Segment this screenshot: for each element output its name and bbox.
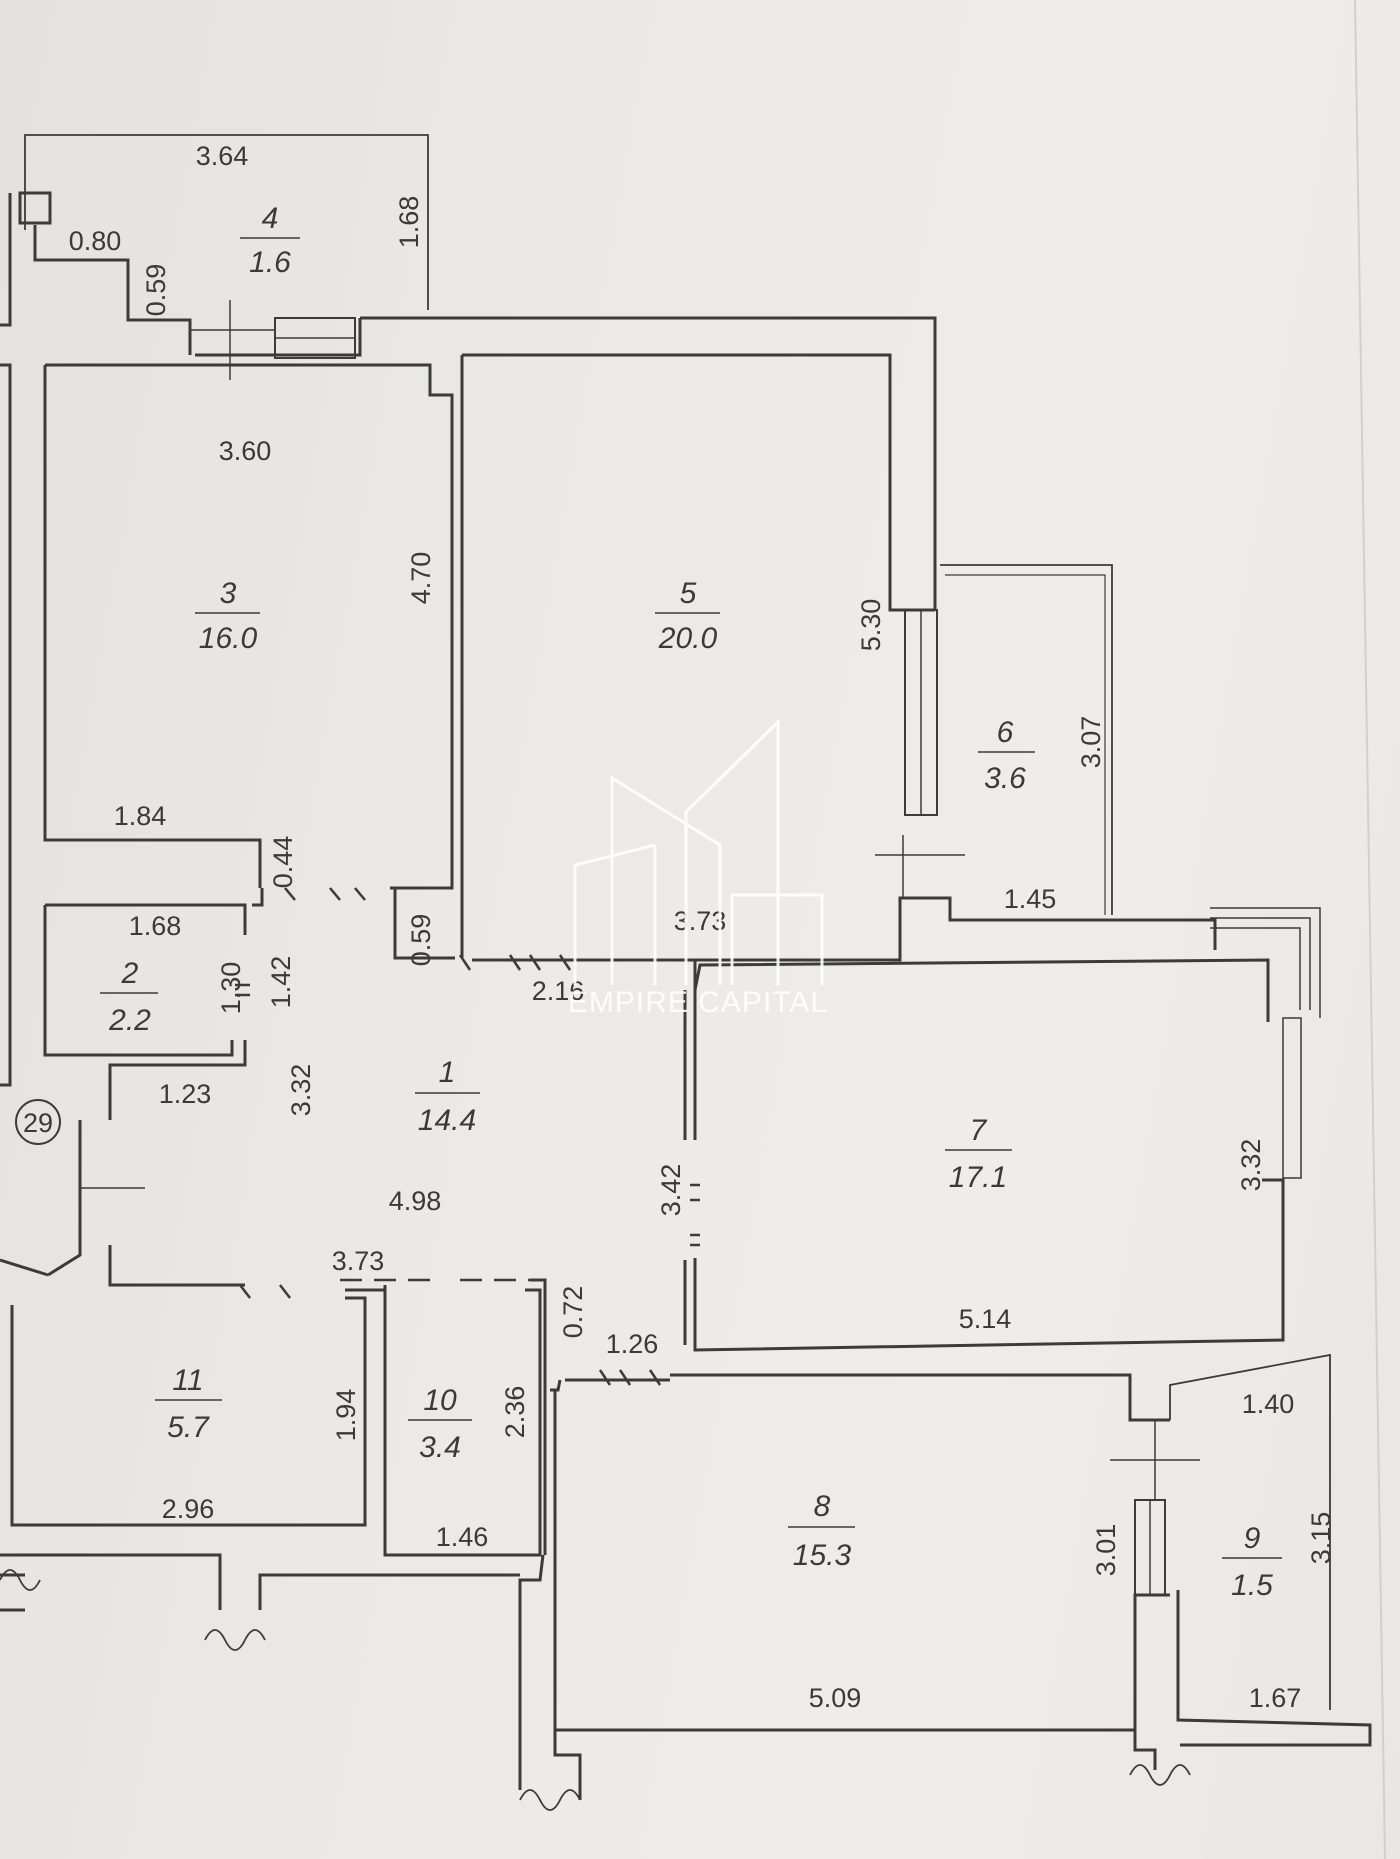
dim-4-left: 0.80 xyxy=(69,226,122,256)
room-3-area: 16.0 xyxy=(199,622,258,655)
dim-7-right: 3.32 xyxy=(1236,1139,1266,1192)
watermark-building-tall xyxy=(684,718,780,985)
dim-7-left: 3.42 xyxy=(656,1164,686,1217)
room-9: 9 1.5 xyxy=(1222,1522,1282,1602)
room-8-area: 15.3 xyxy=(793,1539,852,1572)
dim-10-right: 2.36 xyxy=(500,1386,530,1439)
dim-hall-step: 0.59 xyxy=(406,914,436,967)
dim-hall-height: 3.32 xyxy=(286,1064,316,1117)
room-5-number: 5 xyxy=(680,577,697,610)
room-2-area: 2.2 xyxy=(108,1004,151,1037)
dim-4-step: 0.59 xyxy=(141,264,171,317)
dim-10-bottom: 1.46 xyxy=(436,1522,489,1552)
dim-2-door: 1.30 xyxy=(216,962,246,1015)
dim-7-bottom: 5.14 xyxy=(959,1304,1012,1334)
room-4-number: 4 xyxy=(262,202,279,235)
room-7: 7 17.1 xyxy=(945,1114,1012,1194)
dim-6-bottom: 1.45 xyxy=(1004,884,1057,914)
dim-hall-width: 4.98 xyxy=(389,1186,442,1216)
room-2: 2 2.2 xyxy=(100,957,158,1037)
room-6-area: 3.6 xyxy=(984,762,1026,795)
room-6-number: 6 xyxy=(997,716,1014,749)
room-1-area: 14.4 xyxy=(418,1104,476,1137)
room-4-area: 1.6 xyxy=(249,246,291,279)
room-8: 8 15.3 xyxy=(788,1490,855,1572)
dim-11-right: 1.94 xyxy=(331,1389,361,1442)
room-9-area: 1.5 xyxy=(1231,1569,1273,1602)
room-9-number: 9 xyxy=(1244,1522,1261,1555)
dim-hall-left: 1.23 xyxy=(159,1079,212,1109)
paper-edge xyxy=(1354,0,1386,1859)
dim-10-step: 0.72 xyxy=(558,1286,588,1339)
room-11: 11 5.7 xyxy=(155,1364,222,1444)
watermark-text: EMPIRE CAPITAL xyxy=(568,986,828,1019)
dim-3-bottom: 1.84 xyxy=(114,801,167,831)
room-3-number: 3 xyxy=(220,577,237,610)
room-10: 10 3.4 xyxy=(408,1384,472,1464)
room-1-number: 1 xyxy=(439,1056,456,1089)
door-openings xyxy=(235,887,700,1386)
dim-4-top: 3.64 xyxy=(196,141,249,171)
dim-11-bottom: 2.96 xyxy=(162,1494,215,1524)
watermark-building-right xyxy=(730,893,824,985)
dim-9-bottom: 1.67 xyxy=(1249,1683,1302,1713)
dim-5-bottom: 3.73 xyxy=(674,906,727,936)
dim-8-door: 1.26 xyxy=(606,1329,659,1359)
room-11-area: 5.7 xyxy=(167,1411,210,1444)
dim-5-right: 5.30 xyxy=(856,599,886,652)
room-6: 6 3.6 xyxy=(978,716,1035,795)
axis-marker-circle xyxy=(15,1099,61,1145)
dim-8-bottom: 5.09 xyxy=(809,1683,862,1713)
room-10-number: 10 xyxy=(423,1384,457,1417)
vent-shaft xyxy=(18,191,52,225)
room-3: 3 16.0 xyxy=(195,577,260,655)
dim-3-step: 0.44 xyxy=(268,836,298,889)
walls xyxy=(0,134,1372,1800)
room-2-number: 2 xyxy=(121,957,139,990)
dim-6-right: 3.07 xyxy=(1076,716,1106,769)
room-11-number: 11 xyxy=(172,1364,203,1397)
room-10-area: 3.4 xyxy=(419,1431,461,1464)
dim-2-right: 1.42 xyxy=(266,956,296,1009)
dim-3-top: 3.60 xyxy=(219,436,272,466)
watermark: EMPIRE CAPITAL xyxy=(568,718,828,1019)
room-5-area: 20.0 xyxy=(658,622,718,655)
dim-8-right: 3.01 xyxy=(1091,1524,1121,1577)
break-marks xyxy=(0,1569,1191,1811)
dim-4-right: 1.68 xyxy=(394,196,424,249)
dim-9-right: 3.15 xyxy=(1306,1512,1336,1565)
dim-9-top: 1.40 xyxy=(1242,1389,1295,1419)
room-4: 4 1.6 xyxy=(240,202,300,279)
dimension-labels: 3.64 0.80 0.59 1.68 3.60 4.70 1.84 0.44 … xyxy=(69,141,1336,1713)
room-8-number: 8 xyxy=(814,1490,831,1523)
room-5: 5 20.0 xyxy=(655,577,720,655)
room-7-number: 7 xyxy=(970,1114,988,1147)
room-1: 1 14.4 xyxy=(415,1056,480,1137)
dim-3-right: 4.70 xyxy=(406,552,436,605)
room-7-area: 17.1 xyxy=(949,1161,1007,1194)
dim-2-top: 1.68 xyxy=(129,911,182,941)
axis-marker-label: 29 xyxy=(23,1108,53,1138)
watermark-building-back xyxy=(573,843,656,985)
room-labels: 4 1.6 3 16.0 5 20.0 6 3.6 2 2.2 1 14.4 xyxy=(100,202,1282,1602)
watermark-building-left xyxy=(610,775,722,985)
dim-hall-bottom: 3.73 xyxy=(332,1246,385,1276)
